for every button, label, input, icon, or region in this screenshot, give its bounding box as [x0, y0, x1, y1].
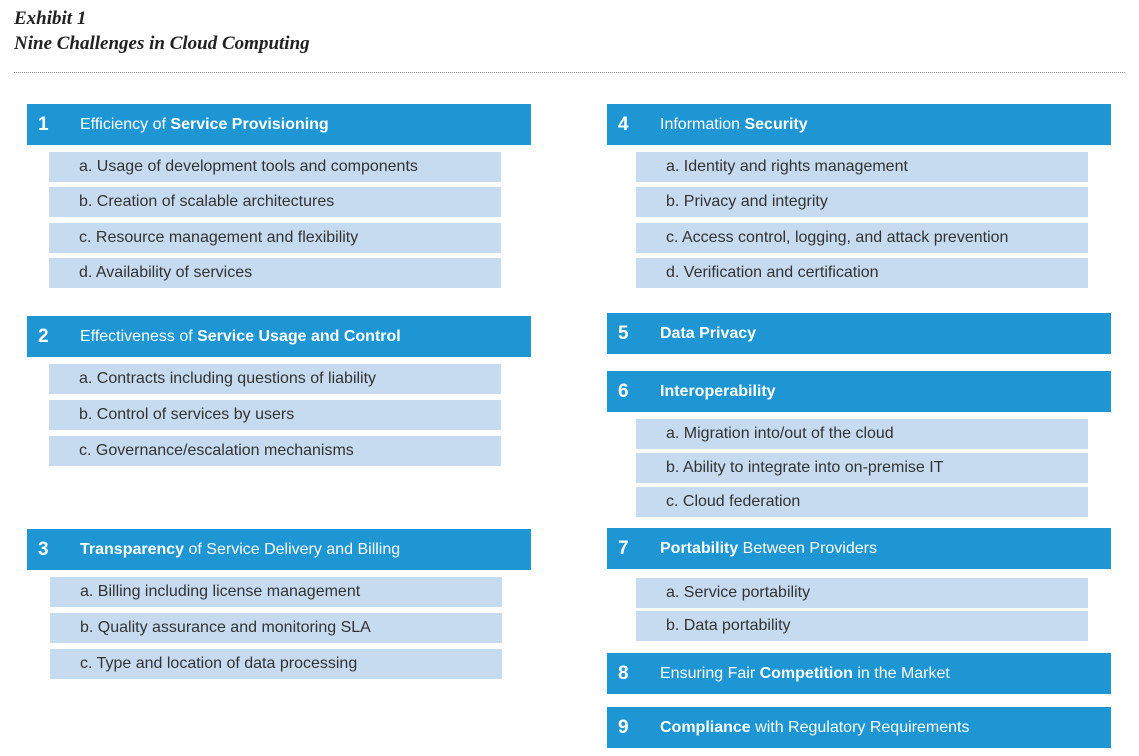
- challenge-1-item-b: b. Creation of scalable architectures: [49, 187, 501, 217]
- challenge-number: 2: [38, 325, 49, 347]
- challenge-number: 3: [38, 538, 49, 560]
- challenge-1-item-c: c. Resource management and flexibility: [49, 223, 501, 253]
- challenge-7-item-b: b. Data portability: [636, 611, 1088, 641]
- challenge-label: Compliance with Regulatory Requirements: [660, 718, 970, 736]
- challenge-2-header: 2 Effectiveness of Service Usage and Con…: [27, 316, 531, 357]
- challenge-number: 8: [618, 662, 629, 684]
- challenge-4-item-a: a. Identity and rights management: [636, 152, 1088, 182]
- challenge-number: 9: [618, 716, 629, 738]
- challenge-number: 7: [618, 537, 629, 559]
- challenge-6-item-b: b. Ability to integrate into on-premise …: [636, 453, 1088, 483]
- challenge-8-header: 8 Ensuring Fair Competition in the Marke…: [607, 653, 1111, 694]
- challenge-3-header: 3 Transparency of Service Delivery and B…: [27, 529, 531, 570]
- challenge-1-item-d: d. Availability of services: [49, 258, 501, 288]
- challenge-2-item-a: a. Contracts including questions of liab…: [49, 364, 501, 394]
- challenge-label: Portability Between Providers: [660, 539, 877, 557]
- challenge-3-item-b: b. Quality assurance and monitoring SLA: [50, 613, 502, 643]
- challenge-label: Efficiency of Service Provisioning: [80, 115, 329, 133]
- challenge-3-item-c: c. Type and location of data processing: [50, 649, 502, 679]
- challenge-number: 4: [618, 113, 629, 135]
- exhibit-label: Exhibit 1: [14, 8, 87, 29]
- challenge-9-header: 9 Compliance with Regulatory Requirement…: [607, 707, 1111, 748]
- challenge-5-header: 5 Data Privacy: [607, 313, 1111, 354]
- challenge-1-item-a: a. Usage of development tools and compon…: [49, 152, 501, 182]
- challenge-4-item-b: b. Privacy and integrity: [636, 187, 1088, 217]
- challenge-7-header: 7 Portability Between Providers: [607, 528, 1111, 569]
- challenge-label: Information Security: [660, 115, 808, 133]
- challenge-label: Ensuring Fair Competition in the Market: [660, 664, 950, 682]
- challenge-1-header: 1 Efficiency of Service Provisioning: [27, 104, 531, 145]
- challenge-number: 5: [618, 322, 629, 344]
- challenge-4-item-c: c. Access control, logging, and attack p…: [636, 223, 1088, 253]
- dotted-divider: [14, 72, 1125, 73]
- challenge-2-item-b: b. Control of services by users: [49, 400, 501, 430]
- title-block: Exhibit 1 Nine Challenges in Cloud Compu…: [14, 6, 310, 56]
- challenge-6-item-c: c. Cloud federation: [636, 487, 1088, 517]
- challenge-2-item-c: c. Governance/escalation mechanisms: [49, 436, 501, 466]
- exhibit-subtitle: Nine Challenges in Cloud Computing: [14, 33, 310, 54]
- challenge-label: Effectiveness of Service Usage and Contr…: [80, 327, 401, 345]
- challenge-label: Interoperability: [660, 382, 776, 400]
- challenge-3-item-a: a. Billing including license management: [50, 577, 502, 607]
- challenge-4-header: 4 Information Security: [607, 104, 1111, 145]
- challenge-number: 6: [618, 380, 629, 402]
- challenge-label: Transparency of Service Delivery and Bil…: [80, 540, 401, 558]
- challenge-4-item-d: d. Verification and certification: [636, 258, 1088, 288]
- challenge-7-item-a: a. Service portability: [636, 578, 1088, 608]
- challenge-number: 1: [38, 113, 49, 135]
- challenge-6-item-a: a. Migration into/out of the cloud: [636, 419, 1088, 449]
- challenge-label: Data Privacy: [660, 324, 757, 342]
- challenge-6-header: 6 Interoperability: [607, 371, 1111, 412]
